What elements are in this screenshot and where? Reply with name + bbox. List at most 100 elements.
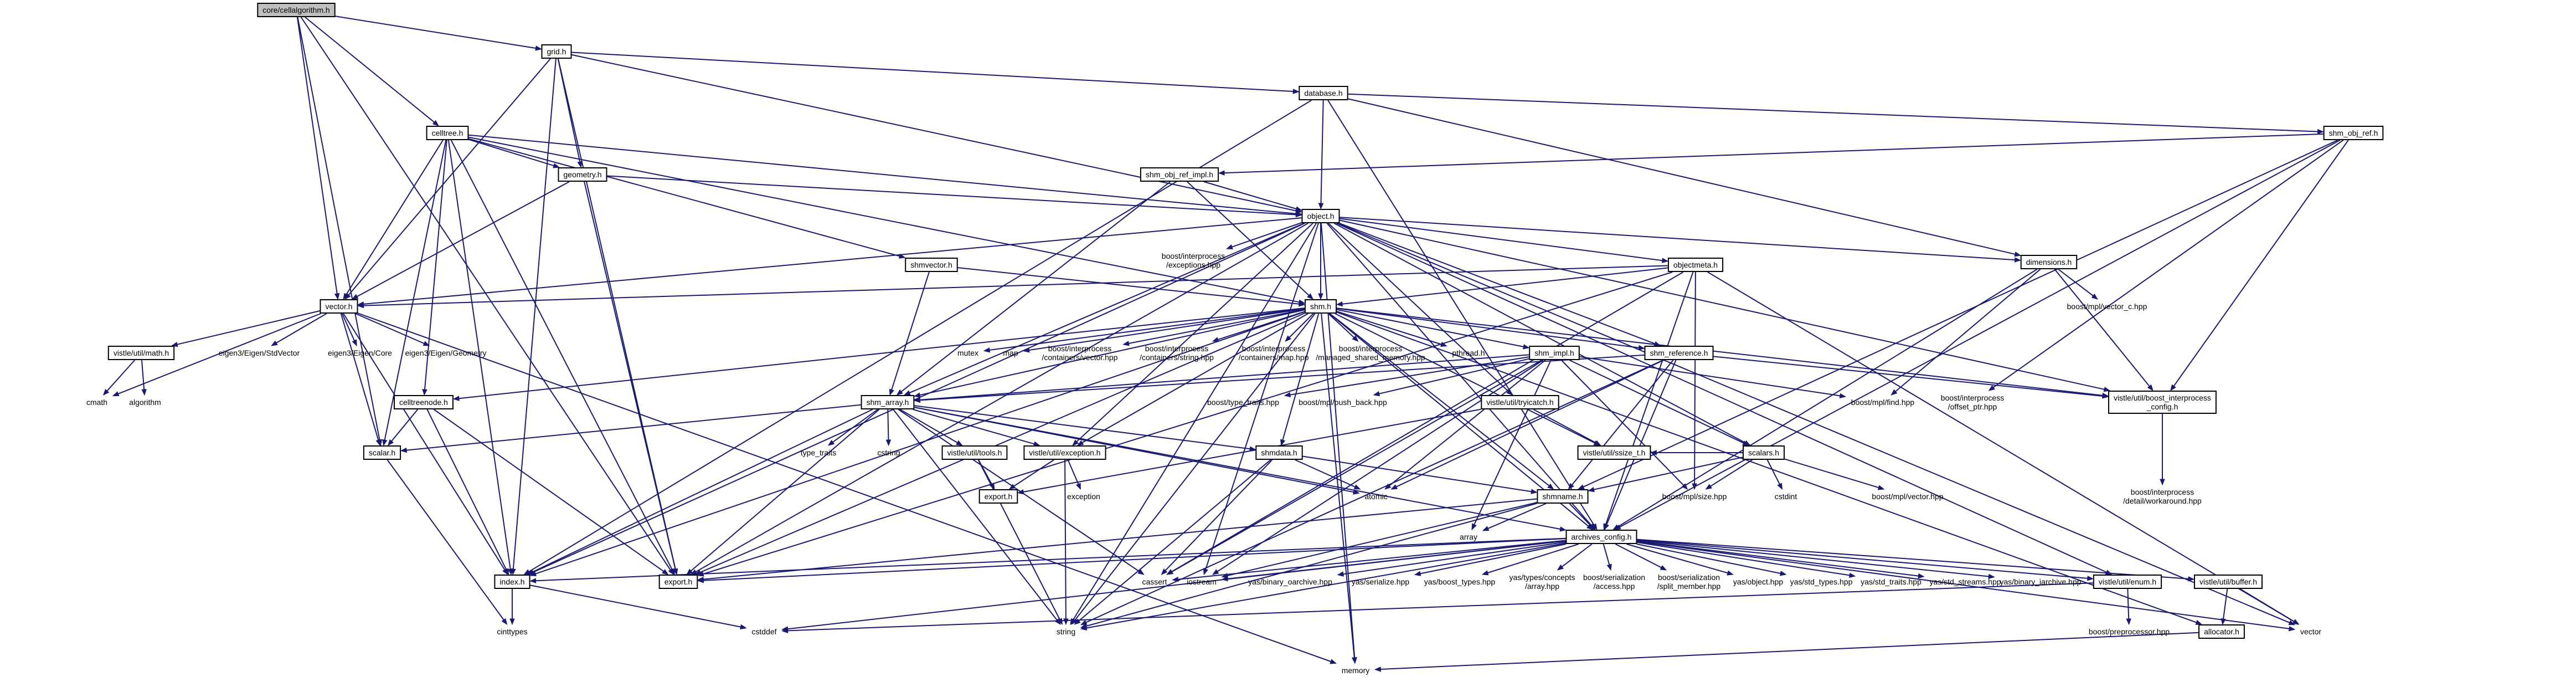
node-vubic[interactable]: vistle/util/boost_interprocess_config.h bbox=[2108, 391, 2217, 414]
edge-arrowhead bbox=[343, 293, 349, 300]
node-label: scalars.h bbox=[1748, 448, 1779, 457]
node-scalars[interactable]: scalars.h bbox=[1742, 445, 1785, 460]
edge-dimensions-to-bmvc bbox=[2058, 269, 2098, 300]
node-shmobjrefimpl[interactable]: shm_obj_ref_impl.h bbox=[1140, 167, 1219, 182]
node-memory: memory bbox=[1342, 666, 1370, 675]
edge-line bbox=[2054, 269, 2150, 387]
node-vutrycatch[interactable]: vistle/util/tryicatch.h bbox=[1481, 395, 1559, 409]
edge-arrowhead bbox=[1318, 203, 1324, 210]
edge-archivesconfig-to-bsa bbox=[1603, 543, 1612, 571]
edge-arrowhead bbox=[672, 568, 678, 576]
edge-archivesconfig-to-yastc bbox=[1557, 543, 1593, 571]
node-object[interactable]: object.h bbox=[1301, 209, 1340, 223]
node-vuexception[interactable]: vistle/util/exception.h bbox=[1023, 445, 1106, 460]
edge-line bbox=[535, 311, 1305, 575]
node-box bbox=[257, 3, 336, 17]
edge-celltreenode-to-index bbox=[426, 409, 509, 576]
edge-arrowhead bbox=[1352, 657, 1357, 664]
node-label: boost/interprocess bbox=[1145, 344, 1208, 353]
edge-line bbox=[1993, 140, 2344, 388]
edge-arrowhead bbox=[1440, 341, 1447, 347]
node-algorithm: algorithm bbox=[129, 398, 161, 407]
edge-celltree-to-shmvector bbox=[468, 138, 906, 259]
node-shmarray[interactable]: shm_array.h bbox=[861, 395, 915, 409]
edge-line bbox=[1707, 271, 2295, 622]
edge-shmarray-to-archivesconfig bbox=[914, 407, 1567, 532]
edge-line bbox=[1339, 218, 1663, 261]
node-shmimpl[interactable]: shm_impl.h bbox=[1529, 346, 1580, 360]
node-shmobjref[interactable]: shm_obj_ref.h bbox=[2323, 126, 2384, 140]
edge-shmvector-to-shmarray bbox=[889, 271, 930, 396]
node-label: yas/std_streams.hpp bbox=[1929, 577, 2001, 586]
node-label: database.h bbox=[1304, 89, 1342, 98]
node-vector[interactable]: vector.h bbox=[320, 299, 358, 314]
node-label: cmath bbox=[86, 398, 107, 407]
node-root[interactable]: core/cellalgorithm.h bbox=[257, 3, 336, 17]
node-vuenum[interactable]: vistle/util/enum.h bbox=[2093, 575, 2162, 589]
node-dimensions[interactable]: dimensions.h bbox=[2020, 255, 2078, 269]
edge-line bbox=[2058, 269, 2094, 296]
node-shm[interactable]: shm.h bbox=[1304, 299, 1337, 314]
node-box bbox=[1537, 489, 1589, 504]
edge-arrowhead bbox=[2160, 479, 2165, 486]
edge-line bbox=[1076, 223, 1313, 442]
edge-line bbox=[530, 584, 741, 628]
edge-line bbox=[1572, 360, 1674, 485]
edge-arrowhead bbox=[141, 389, 147, 396]
node-shmref[interactable]: shm_reference.h bbox=[1644, 346, 1714, 360]
node-celltreenode[interactable]: celltreenode.h bbox=[394, 395, 454, 409]
node-celltree[interactable]: celltree.h bbox=[426, 126, 469, 140]
edge-line bbox=[1205, 223, 1319, 570]
edge-arrowhead bbox=[553, 163, 560, 168]
edge-shmobjref-to-shmobjrefimpl bbox=[1218, 133, 2323, 176]
edge-arrowhead bbox=[1588, 486, 1595, 493]
node-objectmeta[interactable]: objectmeta.h bbox=[1667, 258, 1724, 272]
edge-line bbox=[1178, 540, 1566, 580]
node-archivesconfig[interactable]: archives_config.h bbox=[1565, 530, 1637, 544]
edge-vmath-to-cmath bbox=[102, 360, 136, 396]
node-scalar[interactable]: scalar.h bbox=[363, 445, 401, 460]
node-label: boost/serialization bbox=[1658, 573, 1720, 582]
node-vubuffer[interactable]: vistle/util/buffer.h bbox=[2193, 575, 2263, 589]
node-pthread: pthread.h bbox=[1452, 348, 1485, 357]
edge-celltree-to-shm bbox=[468, 136, 1306, 305]
node-vutools[interactable]: vistle/util/tools.h bbox=[941, 445, 1008, 460]
edge-shmarray-to-typetraits bbox=[827, 409, 878, 446]
edge-arrowhead bbox=[2103, 387, 2111, 392]
edge-arrowhead bbox=[2317, 129, 2324, 135]
node-label: objectmeta.h bbox=[1673, 260, 1718, 269]
node-box bbox=[2193, 575, 2263, 589]
node-geometry[interactable]: geometry.h bbox=[558, 167, 607, 182]
node-index[interactable]: index.h bbox=[494, 575, 530, 589]
node-bmpb: boost/mpl/push_back.hpp bbox=[1299, 398, 1387, 407]
edge-line bbox=[1336, 311, 1442, 345]
edge-line bbox=[424, 140, 447, 390]
node-allocator[interactable]: allocator.h bbox=[2198, 624, 2245, 639]
edge-line bbox=[1694, 271, 1696, 484]
node-cmath: cmath bbox=[86, 398, 107, 407]
edge-arrowhead bbox=[1568, 483, 1574, 490]
edge-line bbox=[276, 313, 327, 343]
edge-grid-to-export bbox=[558, 58, 678, 576]
node-exporth[interactable]: export.h bbox=[978, 489, 1018, 504]
node-vmath[interactable]: vistle/util/math.h bbox=[107, 346, 175, 360]
edge-arrowhead bbox=[2170, 384, 2176, 392]
node-grid[interactable]: grid.h bbox=[541, 44, 572, 59]
edge-line bbox=[1302, 455, 1532, 493]
node-bpps: boost/preprocessor.hpp bbox=[2089, 627, 2170, 636]
node-vussize[interactable]: vistle/util/ssize_t.h bbox=[1577, 445, 1651, 460]
node-shmdata[interactable]: shmdata.h bbox=[1255, 445, 1303, 460]
edge-arrowhead bbox=[1839, 393, 1847, 399]
edge-arrowhead bbox=[2126, 618, 2131, 625]
node-shmvector[interactable]: shmvector.h bbox=[905, 258, 958, 272]
node-export[interactable]: export.h bbox=[658, 575, 698, 589]
edge-line bbox=[1067, 459, 1079, 485]
node-shmname[interactable]: shmname.h bbox=[1537, 489, 1589, 504]
node-database[interactable]: database.h bbox=[1299, 86, 1348, 100]
edge-arrowhead bbox=[452, 396, 460, 401]
edge-celltreenode-to-scalar bbox=[387, 409, 419, 447]
edge-line bbox=[920, 354, 1645, 401]
edge-archivesconfig-to-yasbi bbox=[1637, 540, 1995, 580]
edge-arrowhead bbox=[357, 302, 364, 309]
edge-line bbox=[1232, 222, 1302, 248]
